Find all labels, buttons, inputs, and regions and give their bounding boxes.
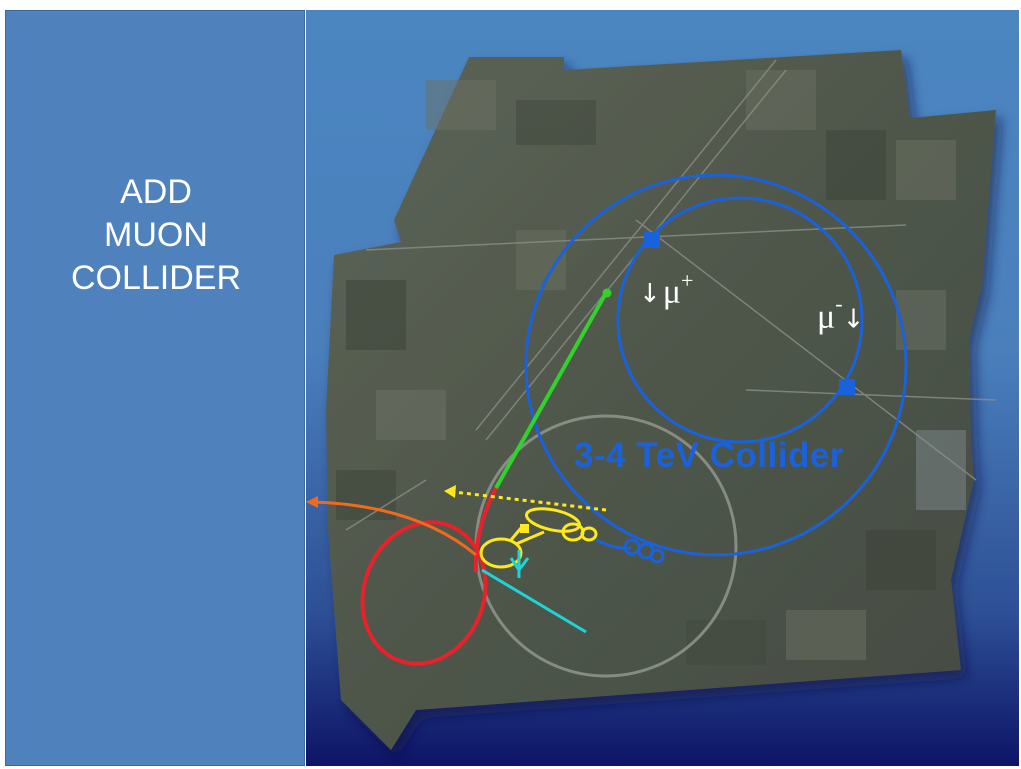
collider-injection-marker bbox=[644, 232, 660, 248]
dashed-arrow-head bbox=[444, 485, 456, 498]
mu-symbol: μ bbox=[817, 298, 836, 336]
charge-superscript: + bbox=[681, 268, 694, 293]
mu-symbol: μ bbox=[662, 273, 682, 311]
linac-end bbox=[602, 288, 612, 298]
orange-transfer-line bbox=[311, 500, 477, 557]
front-end-marker bbox=[520, 524, 529, 533]
collider-outer-ring bbox=[524, 173, 908, 557]
target-line bbox=[481, 550, 587, 634]
dashed-transfer-arrow bbox=[453, 490, 607, 512]
site-map-diagram bbox=[306, 50, 997, 750]
slide-title-line: COLLIDER bbox=[70, 259, 242, 297]
slide-title: ADD MUON COLLIDER bbox=[6, 171, 306, 300]
charge-superscript: - bbox=[835, 291, 843, 316]
collider-label: 3-4 TeV Collider bbox=[574, 436, 844, 475]
collider-injection-marker bbox=[839, 379, 855, 395]
aerial-map bbox=[326, 50, 996, 750]
down-arrow-icon: ↓ bbox=[842, 304, 865, 335]
slide-title-line: MUON bbox=[104, 216, 208, 254]
collider-inner-ring bbox=[616, 196, 864, 444]
mu-minus-label: μ-↓ bbox=[817, 291, 865, 336]
down-arrow-icon: ↓ bbox=[639, 279, 661, 310]
field-patches bbox=[336, 70, 966, 665]
booster-ring bbox=[360, 520, 488, 666]
slide-title-line: ADD bbox=[120, 173, 192, 211]
linac bbox=[494, 292, 608, 489]
site-map-panel: ↓μ+ μ-↓ 3-4 TeV Collider bbox=[306, 10, 1019, 766]
left-title-panel: ADD MUON COLLIDER bbox=[5, 10, 305, 766]
front-end-rings bbox=[479, 507, 598, 569]
orange-arrow-head bbox=[306, 496, 318, 508]
mu-plus-label: ↓μ+ bbox=[639, 268, 694, 311]
cooling-rings bbox=[595, 538, 665, 564]
